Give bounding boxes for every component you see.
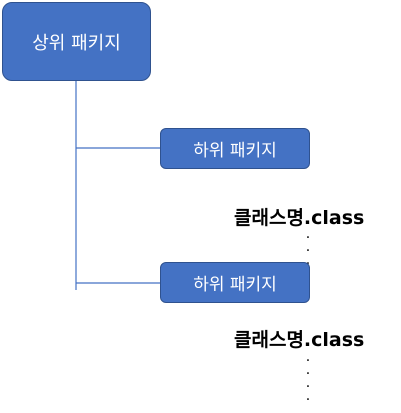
parent-package-label: 상위 패키지 <box>32 32 121 54</box>
ellipsis-dot: · <box>305 366 311 382</box>
child-package-label-2: 하위 패키지 <box>193 275 277 295</box>
child-package-node-2: 하위 패키지 <box>160 262 310 303</box>
child-package-node-1: 하위 패키지 <box>160 128 310 169</box>
ellipsis-dot: · <box>305 243 311 259</box>
parent-package-node: 상위 패키지 <box>2 2 151 81</box>
ellipsis-dot: · <box>305 353 311 369</box>
ellipsis-dot: · <box>305 230 311 246</box>
class-label-2: 클래스명.class <box>234 329 365 351</box>
class-label-1: 클래스명.class <box>234 207 365 229</box>
ellipsis-dot: · <box>305 379 311 395</box>
child-package-label-1: 하위 패키지 <box>193 141 277 161</box>
ellipsis-dot: · <box>305 392 311 408</box>
ellipsis-2: · · · · <box>305 353 311 408</box>
